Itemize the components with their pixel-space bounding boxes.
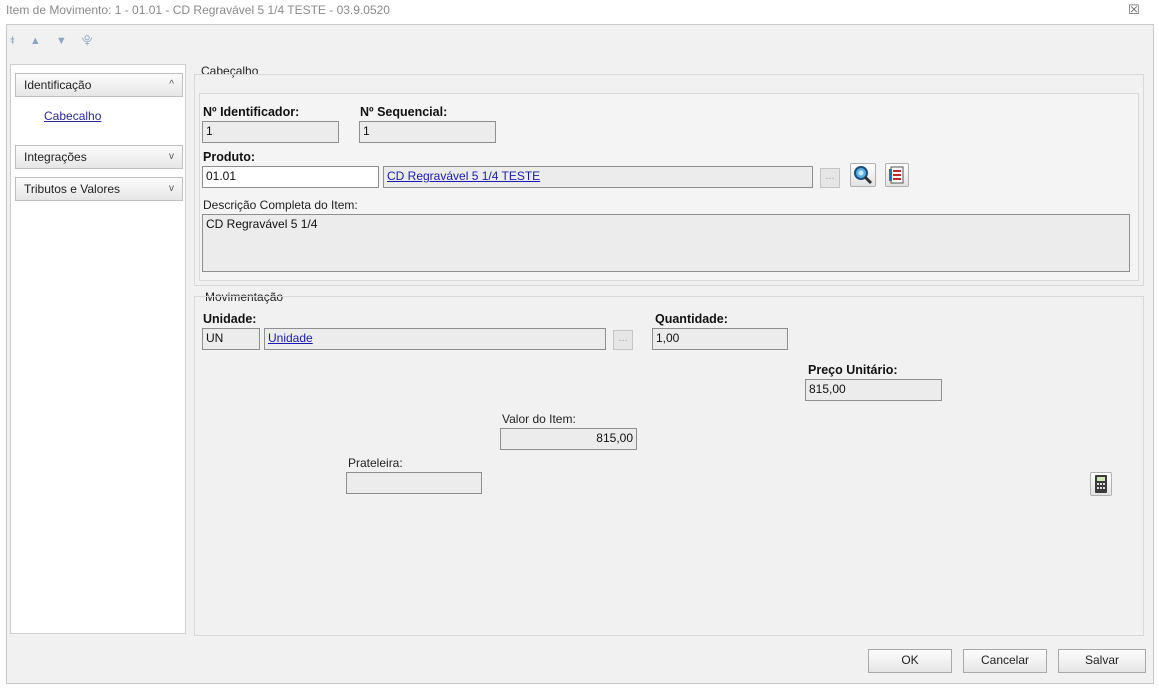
descricao-field[interactable]: CD Regravável 5 1/4 xyxy=(202,214,1130,272)
window-title: Item de Movimento: 1 - 01.01 - CD Regrav… xyxy=(6,3,390,17)
unidade-code-field[interactable]: UN xyxy=(202,328,260,350)
product-record-button[interactable] xyxy=(885,163,909,187)
chevron-up-icon: ^ xyxy=(169,79,174,90)
identificador-field[interactable]: 1 xyxy=(202,121,339,143)
calculator-icon xyxy=(1095,475,1107,493)
close-icon[interactable]: ☒ xyxy=(1128,2,1140,17)
descricao-label: Descrição Completa do Item: xyxy=(203,198,358,212)
sidebar-group-label: Identificação xyxy=(24,78,92,92)
identificador-label: Nº Identificador: xyxy=(203,105,300,119)
sidebar-group-label: Integrações xyxy=(24,150,87,164)
sequencial-label: Nº Sequencial: xyxy=(360,105,448,119)
unidade-name-link[interactable]: Unidade xyxy=(264,328,606,350)
quantidade-label: Quantidade: xyxy=(655,312,728,326)
sidebar-group-integracoes[interactable]: Integrações v xyxy=(15,145,183,169)
produto-code-field[interactable]: 01.01 xyxy=(202,166,379,188)
cancel-button[interactable]: Cancelar xyxy=(963,649,1047,673)
sidebar-item-cabecalho[interactable]: Cabecalho xyxy=(44,109,102,123)
produto-name-link[interactable]: CD Regravável 5 1/4 TESTE xyxy=(383,166,813,188)
search-details-button[interactable] xyxy=(850,163,876,187)
preco-unitario-label: Preço Unitário: xyxy=(808,363,898,377)
movimentacao-group xyxy=(194,296,1144,636)
unidade-lookup-button[interactable]: … xyxy=(613,330,633,350)
cabecalho-group xyxy=(194,74,1144,286)
unidade-label: Unidade: xyxy=(203,312,257,326)
calculator-button[interactable] xyxy=(1090,472,1112,496)
magnifier-icon xyxy=(854,166,873,185)
chevron-down-icon: v xyxy=(169,151,174,162)
sidebar-group-tributos[interactable]: Tributos e Valores v xyxy=(15,177,183,201)
record-icon xyxy=(889,166,904,184)
sidebar-group-label: Tributos e Valores xyxy=(24,182,121,196)
prateleira-label: Prateleira: xyxy=(348,456,403,470)
produto-label: Produto: xyxy=(203,150,256,164)
produto-lookup-button[interactable]: … xyxy=(820,168,840,188)
chevron-down-icon: v xyxy=(169,183,174,194)
ok-button[interactable]: OK xyxy=(868,649,952,673)
sequencial-field[interactable]: 1 xyxy=(359,121,496,143)
sidebar: Identificação ^ Cabecalho Integrações v … xyxy=(10,64,186,634)
save-button[interactable]: Salvar xyxy=(1058,649,1146,673)
preco-unitario-field[interactable]: 815,00 xyxy=(805,379,942,401)
sidebar-group-identificacao[interactable]: Identificação ^ xyxy=(15,73,183,97)
prateleira-field[interactable] xyxy=(346,472,482,494)
movimentacao-group-title: Movimentação xyxy=(205,290,284,304)
valor-item-label: Valor do Item: xyxy=(502,412,576,426)
record-navigation-icons[interactable]: ⯒ ▲ ▼ ⯓ xyxy=(10,35,99,47)
valor-item-field[interactable]: 815,00 xyxy=(500,428,637,450)
quantidade-field[interactable]: 1,00 xyxy=(652,328,788,350)
